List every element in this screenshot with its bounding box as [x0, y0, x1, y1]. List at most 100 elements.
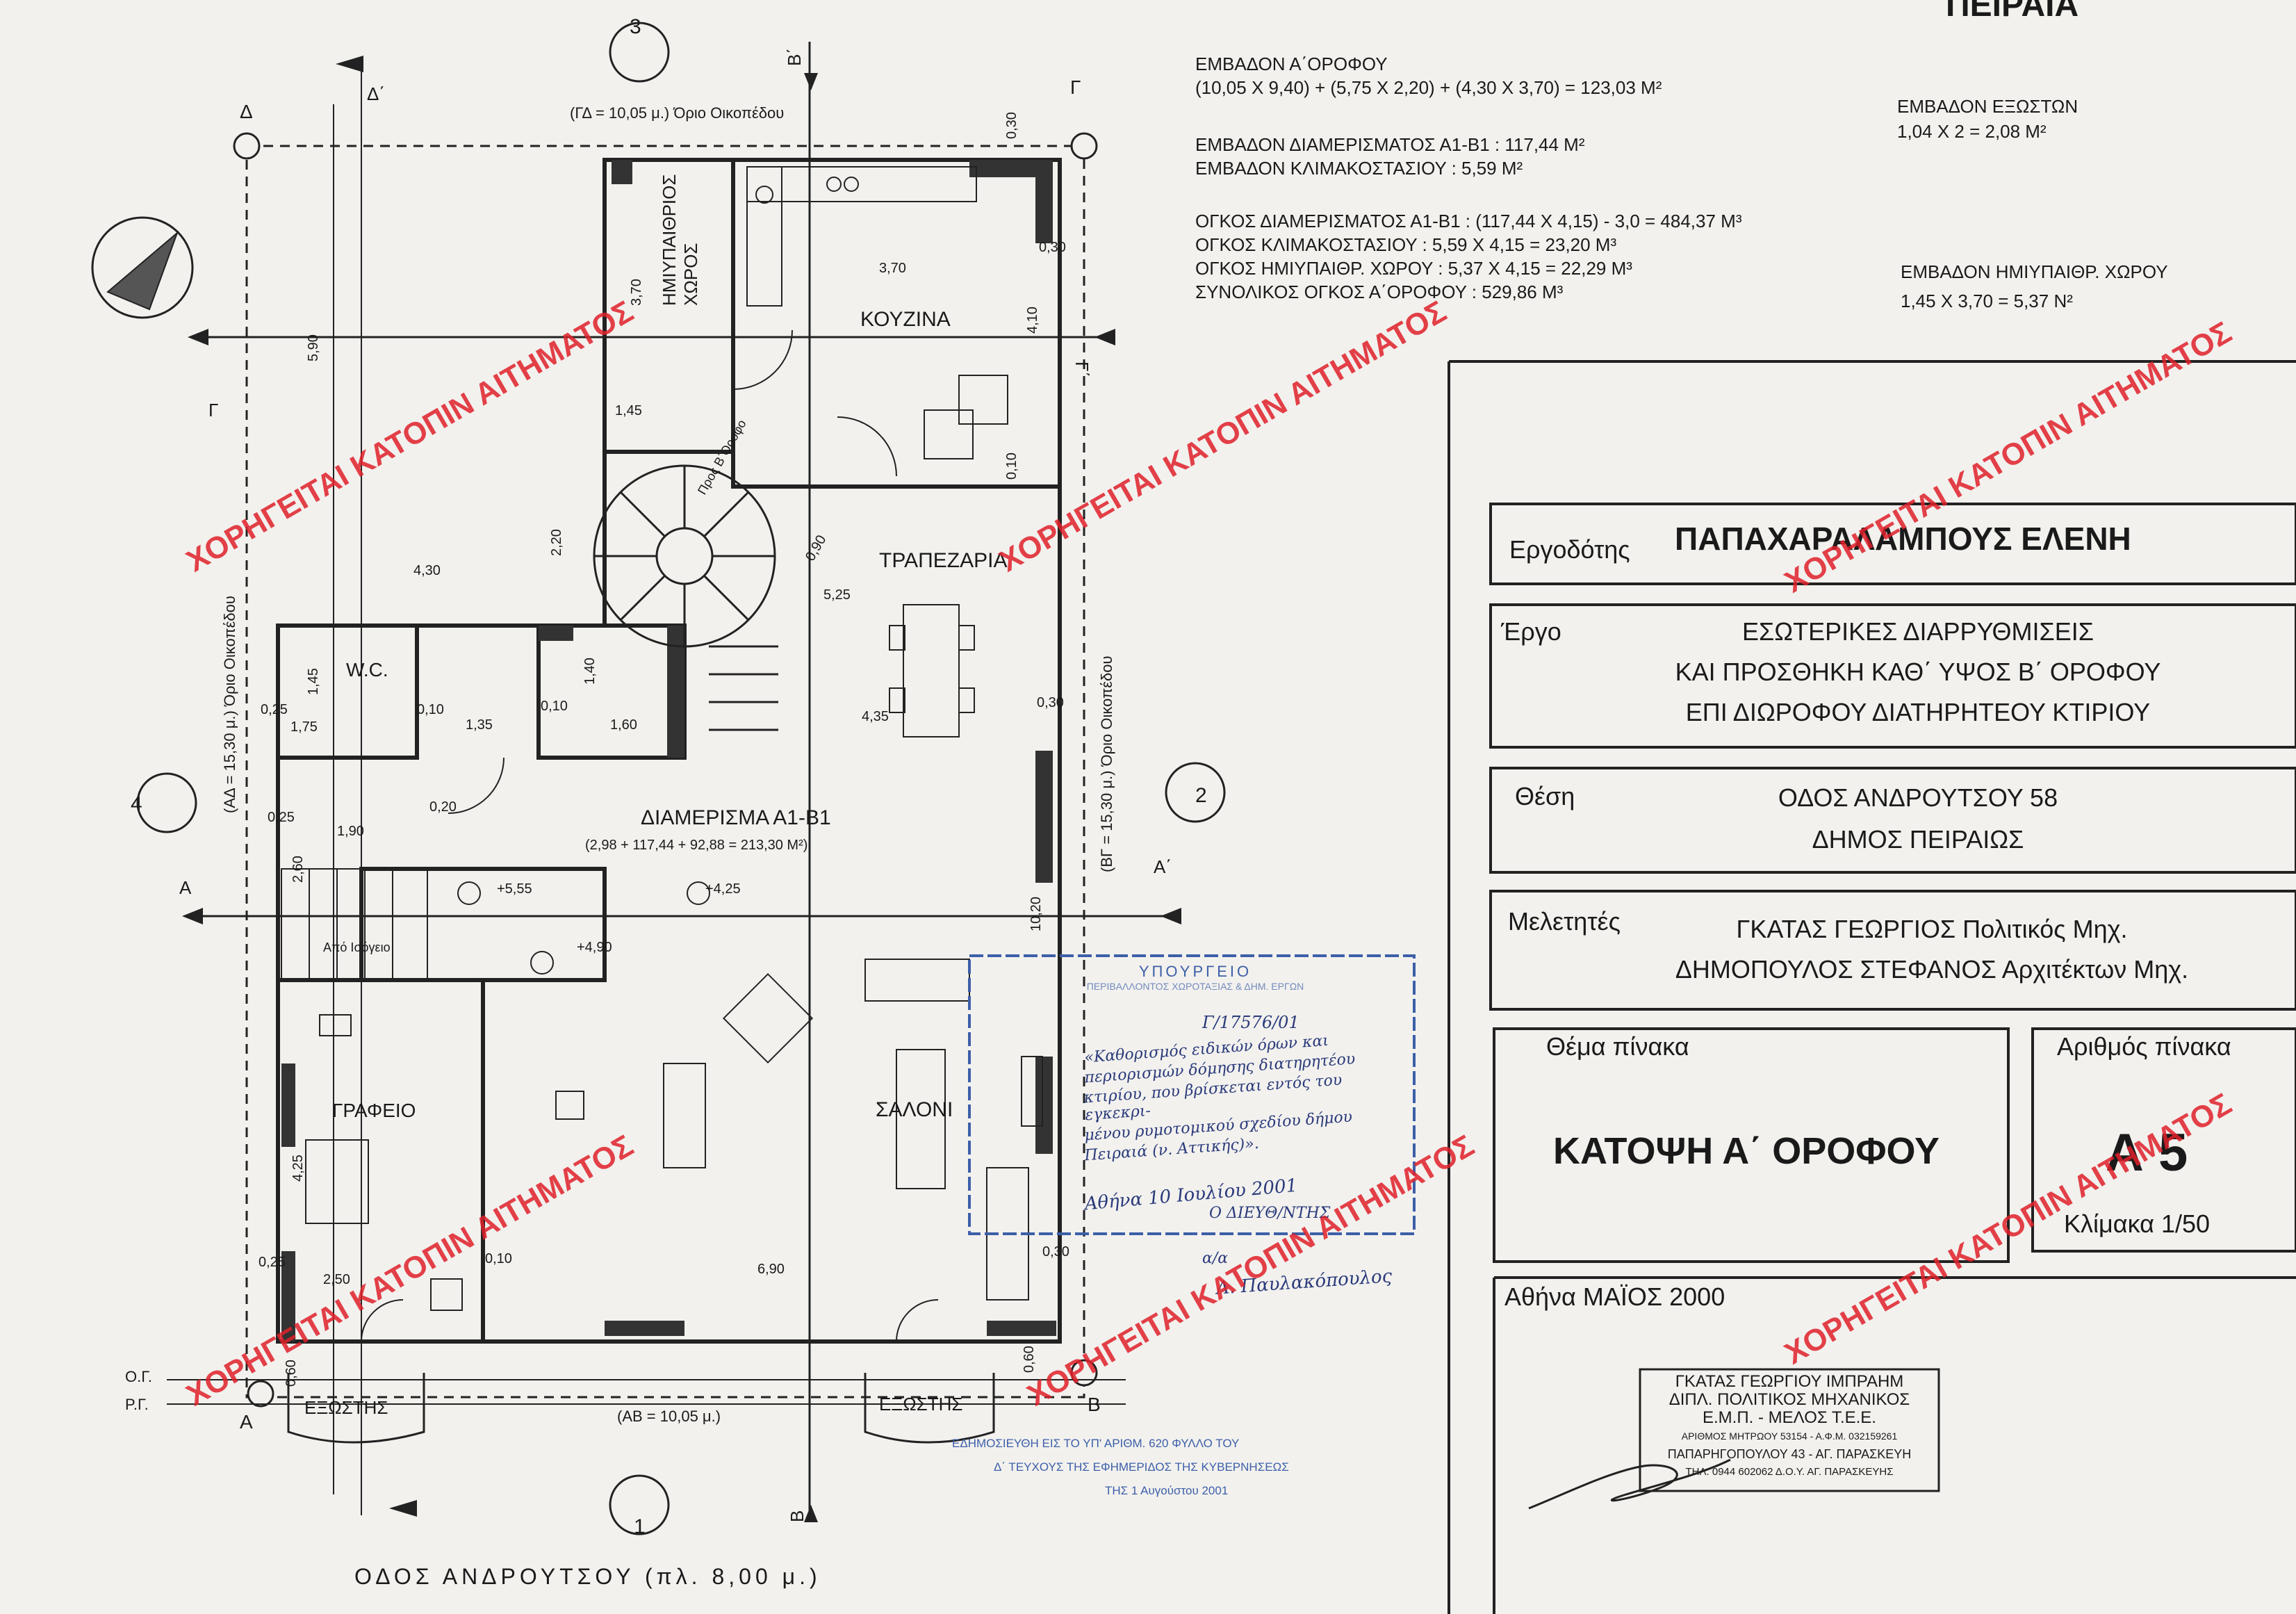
- straight-stair: [281, 868, 428, 981]
- approval-stamp-frame: [968, 954, 1416, 1235]
- dimension-label: 4,25: [290, 1155, 306, 1182]
- boundary-left: (ΑΔ = 15,30 μ.) Όριο Οικοπέδου: [221, 596, 238, 813]
- sofa: [864, 959, 970, 1002]
- semi-open-volume: ΟΓΚΟΣ ΗΜΙΥΠΑΙΘΡ. ΧΩΡΟΥ : 5,37 Χ 4,15 = 2…: [1195, 258, 1632, 279]
- view-marker: [609, 22, 670, 83]
- room-wc: W.C.: [346, 659, 388, 680]
- section-arrow: [1161, 908, 1181, 924]
- gazette-stamp: ΕΔΗΜΟΣΙΕΥΘΗ ΕΙΣ ΤΟ ΥΠ' ΑΡΙΘΜ. 620 ΦΥΛΛΟ …: [952, 1432, 1425, 1503]
- kitchen-counter: [746, 166, 977, 202]
- project-label: Έργο: [1501, 617, 1561, 646]
- wall-block: [987, 1321, 1056, 1336]
- dimension-label: 0,10: [541, 699, 568, 714]
- approval-stamp-line2: ΠΕΡΙΒΑΛΛΟΝΤΟΣ ΧΩΡΟΤΑΞΙΑΣ & ΔΗΜ. ΕΡΓΩΝ: [1086, 981, 1304, 992]
- engineer-stamp-line4: ΑΡΙΘΜΟΣ ΜΗΤΡΩΟΥ 53154 - Α.Φ.Μ. 032159261: [1681, 1430, 1898, 1442]
- level-label-3: +4,90: [577, 940, 612, 955]
- section-label-B2: Β΄: [784, 48, 805, 66]
- stair-volume: ΟΓΚΟΣ ΚΛΙΜΑΚΟΣΤΑΣΙΟΥ : 5,59 Χ 4,15 = 23,…: [1195, 234, 1617, 255]
- north-arrow-icon: [106, 230, 179, 311]
- axis-bubble: [1070, 132, 1098, 160]
- room-kitchen: ΚΟΥΖΙΝΑ: [860, 308, 951, 331]
- room-apartment-sum: (2,98 + 117,44 + 92,88 = 213,30 Μ²): [585, 838, 808, 853]
- client-name: ΠΑΠΑΧΑΡΑΛΑΜΠΟΥΣ ΕΛΕΝΗ: [1675, 521, 2131, 557]
- wall-block: [1035, 160, 1053, 243]
- dimension-label: 1,90: [337, 824, 364, 839]
- corner-A: Α: [240, 1411, 253, 1433]
- wall-block: [281, 1251, 295, 1342]
- designers-label: Μελετητές: [1508, 907, 1621, 936]
- corner-G: Γ: [1070, 76, 1081, 98]
- dimension-label: 1,45: [615, 403, 642, 418]
- dimension-label: 4,10: [1025, 307, 1040, 334]
- gazette-line2: Δ΄ ΤΕΥΧΟΥΣ ΤΗΣ ΕΦΗΜΕΡΙΔΟΣ ΤΗΣ ΚΥΒΕΡΝΗΣΕΩ…: [994, 1460, 1289, 1474]
- section-label-G2: Γ΄: [1072, 361, 1092, 377]
- dimension-label: 10,20: [1028, 896, 1044, 931]
- balcony-area-title: ΕΜΒΑΔΟΝ ΕΞΩΣΤΩΝ: [1897, 96, 2078, 117]
- area-calculations: ΕΜΒΑΔΟΝ Α΄ΟΡΟΦΟΥ (10,05 Χ 9,40) + (5,75 …: [1195, 52, 1742, 304]
- dimension-label: 0,20: [429, 799, 457, 815]
- dimension-label: 5,90: [306, 334, 321, 361]
- fireplace: [1021, 1056, 1043, 1127]
- view-label-1: 1: [634, 1515, 646, 1538]
- gazette-line1: ΕΔΗΜΟΣΙΕΥΘΗ ΕΙΣ ΤΟ ΥΠ' ΑΡΙΘΜ. 620 ΦΥΛΛΟ …: [952, 1437, 1240, 1450]
- wall-block: [612, 160, 632, 184]
- dimension-label: 0,60: [284, 1360, 299, 1387]
- dimension-label: 0,30: [1004, 112, 1019, 139]
- engineer-stamp-frame: [1639, 1368, 1940, 1492]
- dimension-label: 3,70: [629, 279, 644, 306]
- apartment-area: ΕΜΒΑΔΟΝ ΔΙΑΜΕΡΙΣΜΑΤΟΣ Α1-Β1 : 117,44 Μ²: [1195, 134, 1585, 155]
- subject-box: [1493, 1027, 2010, 1263]
- sheet-scale: Κλίμακα 1/50: [2064, 1209, 2211, 1238]
- dimension-label: 6,90: [757, 1262, 785, 1277]
- semi-open-area: ΕΜΒΑΔΟΝ ΗΜΙΥΠΑΙΘΡ. ΧΩΡΟΥ 1,45 Χ 3,70 = 5…: [1901, 257, 2168, 316]
- approval-stamp: ΥΠΟΥΡΓΕΙΟ ΠΕΡΙΒΑΛΛΟΝΤΟΣ ΧΩΡΟΤΑΞΙΑΣ & ΔΗΜ…: [980, 963, 1411, 1299]
- dimension-label: 1,40: [582, 658, 598, 685]
- project-line1: ΕΣΩΤΕΡΙΚΕΣ ΔΙΑΡΡΥΘΜΙΣΕΙΣ: [1741, 617, 2094, 646]
- room-living: ΣΑΛΟΝΙ: [876, 1098, 953, 1121]
- gazette-line3: ΤΗΣ 1 Αυγούστου 2001: [1105, 1484, 1229, 1497]
- section-label-G: Γ: [208, 400, 219, 421]
- wall-block: [667, 626, 684, 758]
- stairs-from-label: Από Ισόγειο: [323, 940, 391, 954]
- semi-open-area-formula: 1,45 Χ 3,70 = 5,37 Ν²: [1901, 291, 2073, 311]
- balcony-right: [864, 1373, 995, 1444]
- wall-block: [1035, 1057, 1053, 1154]
- dimension-label: 1,60: [610, 717, 637, 733]
- approval-ref: Γ/17576/01: [1202, 1013, 1299, 1032]
- engineer-stamp-line1: ΓΚΑΤΑΣ ΓΕΩΡΓΙΟΥ ΙΜΠΡΑΗΜ: [1675, 1372, 1904, 1391]
- floor-area-title: ΕΜΒΑΔΟΝ Α΄ΟΡΟΦΟΥ: [1195, 54, 1388, 74]
- room-balcony-left: ΕΞΩΣΤΗΣ: [304, 1397, 388, 1418]
- bath-walls: [536, 623, 687, 760]
- engineer-stamp-line2: ΔΙΠΛ. ΠΟΛΙΤΙΚΟΣ ΜΗΧΑΝΙΚΟΣ: [1668, 1390, 1910, 1409]
- dimension-label: 0,30: [1037, 695, 1064, 710]
- sheet-number-label: Αριθμός πίνακα: [2057, 1032, 2231, 1061]
- room-apartment: ΔΙΑΜΕΡΙΣΜΑ Α1-Β1: [641, 806, 831, 829]
- corner-D: Δ: [240, 101, 253, 122]
- approval-sig1: Ο ΔΙΕΥΘ/ΝΤΗΣ: [1209, 1205, 1331, 1222]
- main-walls: [276, 452, 1062, 1344]
- semi-open-area-title: ΕΜΒΑΔΟΝ ΗΜΙΥΠΑΙΘΡ. ΧΩΡΟΥ: [1901, 261, 2168, 282]
- view-marker: [609, 1474, 670, 1535]
- location-box: [1489, 767, 2296, 874]
- section-arrow: [1094, 329, 1115, 345]
- sheet-subject-label: Θέμα πίνακα: [1546, 1032, 1689, 1061]
- project-box: [1489, 603, 2296, 749]
- coffee-table: [896, 1049, 946, 1189]
- balcony-left: [287, 1373, 425, 1444]
- engineer-stamp-line3: Ε.Μ.Π. - ΜΕΛΟΣ Τ.Ε.Ε.: [1703, 1408, 1876, 1427]
- designers-text: ΓΚΑΤΑΣ ΓΕΩΡΓΙΟΣ Πολιτικός Μηχ. ΔΗΜΟΠΟΥΛΟ…: [1591, 909, 2272, 990]
- dimension-label: 2,60: [290, 856, 306, 883]
- view-label-4: 4: [131, 792, 142, 815]
- view-marker: [136, 772, 197, 833]
- dimension-label: 0,10: [485, 1251, 512, 1266]
- designer-2: ΔΗΜΟΠΟΥΛΟΣ ΣΤΕΦΑΝΟΣ Αρχιτέκτων Μηχ.: [1675, 955, 2189, 984]
- stair-landing-walls: [359, 867, 607, 982]
- door-swing: [448, 757, 505, 814]
- rg-label: Ρ.Γ.: [125, 1396, 149, 1413]
- dimension-label: 0,10: [417, 702, 444, 717]
- section-label-D2: Δ΄: [367, 83, 386, 104]
- og-label: Ο.Γ.: [125, 1368, 153, 1385]
- room-office: ΓΡΑΦΕΙΟ: [332, 1100, 416, 1121]
- sheet-subject: ΚΑΤΟΨΗ Α΄ ΟΡΟΦΟΥ: [1553, 1130, 1940, 1172]
